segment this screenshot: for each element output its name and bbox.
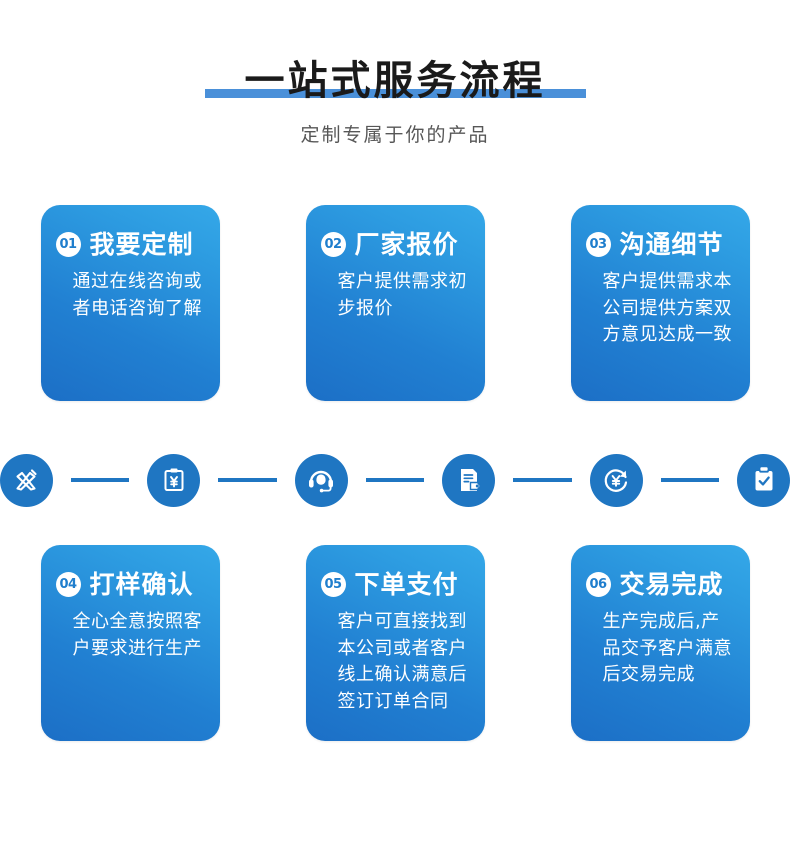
connector-line xyxy=(660,478,720,482)
step-title: 打样确认 xyxy=(89,570,194,599)
step-title: 下单支付 xyxy=(354,570,459,599)
step-number-badge: 01 xyxy=(55,232,81,257)
step-card-04[interactable]: 04 打样确认 全心全意按照客户要求进行生产 xyxy=(40,545,220,741)
step-number-badge: 04 xyxy=(55,572,81,597)
page-header: 一站式服务流程 定制专属于你的产品 xyxy=(0,0,790,147)
step-card-header: 02 厂家报价 xyxy=(320,230,470,259)
clipboard-check-done-icon[interactable] xyxy=(737,453,790,507)
step-number-badge: 02 xyxy=(320,232,346,257)
step-card-header: 05 下单支付 xyxy=(320,570,470,599)
step-card-02[interactable]: 02 厂家报价 客户提供需求初步报价 xyxy=(305,205,485,401)
page-title: 一站式服务流程 xyxy=(244,58,546,104)
step-body: 全心全意按照客户要求进行生产 xyxy=(72,611,202,659)
connector-line xyxy=(513,478,572,482)
connector-line xyxy=(70,478,130,482)
step-body: 生产完成后,产品交予客户满意后交易完成 xyxy=(602,611,732,686)
step-card-header: 06 交易完成 xyxy=(585,570,735,599)
step-number-badge: 05 xyxy=(320,572,346,597)
step-number-badge: 06 xyxy=(585,572,611,597)
step-title: 交易完成 xyxy=(619,570,724,599)
step-card-05[interactable]: 05 下单支付 客户可直接找到本公司或者客户线上确认满意后签订订单合同 xyxy=(305,545,485,741)
step-number-badge: 03 xyxy=(585,232,611,257)
title-wrap: 一站式服务流程 xyxy=(204,58,586,104)
step-card-01[interactable]: 01 我要定制 通过在线咨询或者电话咨询了解 xyxy=(40,205,220,401)
clipboard-yuan-quote-icon[interactable] xyxy=(147,453,201,507)
page-subtitle: 定制专属于你的产品 xyxy=(300,124,490,146)
document-tag-sample-icon[interactable] xyxy=(442,453,496,507)
step-title: 我要定制 xyxy=(89,230,194,259)
step-body: 客户可直接找到本公司或者客户线上确认满意后签订订单合同 xyxy=(337,611,467,712)
step-title: 厂家报价 xyxy=(354,230,459,259)
step-title: 沟通细节 xyxy=(619,230,724,259)
step-card-header: 03 沟通细节 xyxy=(585,230,735,259)
yuan-refresh-payment-icon[interactable] xyxy=(589,453,643,507)
step-body: 客户提供需求初步报价 xyxy=(337,271,467,319)
step-card-03[interactable]: 03 沟通细节 客户提供需求本公司提供方案双方意见达成一致 xyxy=(570,205,750,401)
steps-row-bottom: 04 打样确认 全心全意按照客户要求进行生产 05 下单支付 客户可直接找到本公… xyxy=(0,545,790,741)
step-body: 通过在线咨询或者电话咨询了解 xyxy=(72,271,202,319)
connector-line xyxy=(365,478,425,482)
connector-line xyxy=(218,478,277,482)
step-card-header: 04 打样确认 xyxy=(55,570,205,599)
title-underline xyxy=(204,89,586,98)
step-body: 客户提供需求本公司提供方案双方意见达成一致 xyxy=(602,271,732,346)
step-card-06[interactable]: 06 交易完成 生产完成后,产品交予客户满意后交易完成 xyxy=(570,545,750,741)
steps-row-top: 01 我要定制 通过在线咨询或者电话咨询了解 02 厂家报价 客户提供需求初步报… xyxy=(0,205,790,401)
process-icon-strip xyxy=(0,452,790,508)
headset-support-icon[interactable] xyxy=(294,453,348,507)
design-pen-ruler-icon[interactable] xyxy=(0,453,53,507)
step-card-header: 01 我要定制 xyxy=(55,230,205,259)
